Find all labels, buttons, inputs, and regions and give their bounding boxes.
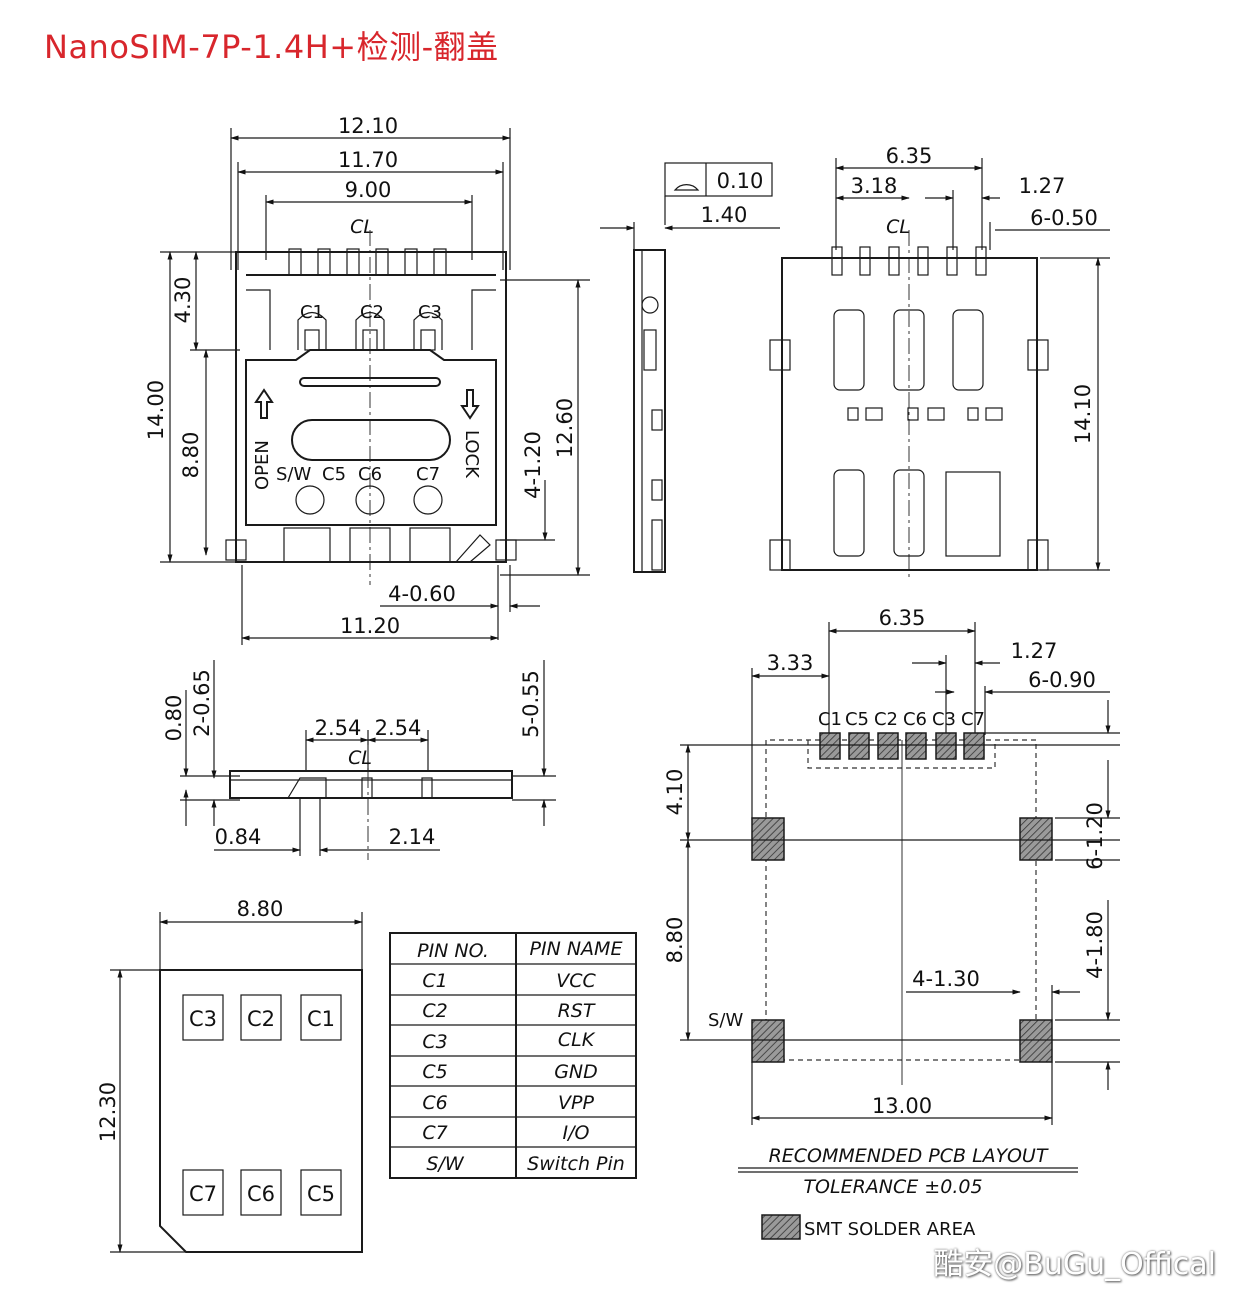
- pcb-tolerance: TOLERANCE ±0.05: [803, 1176, 982, 1198]
- dim-pcb-8-80: 8.80: [663, 917, 687, 964]
- dim-14-10: 14.10: [1071, 384, 1095, 444]
- bottom-centerline-label: CL: [886, 216, 910, 238]
- dim-5-0-55: 5-0.55: [519, 670, 543, 738]
- dim-pcb-4-1-80: 4-1.80: [1083, 911, 1107, 979]
- label-c1: C1: [300, 302, 324, 323]
- dim-2-0-65: 2-0.65: [190, 669, 214, 737]
- table-cell: C6: [422, 1092, 447, 1114]
- table-cell: GND: [554, 1061, 598, 1083]
- nano-sim-card: 8.80 12.30 C3 C2 C1 C7 C6 C5: [96, 897, 363, 1253]
- label-c2: C2: [360, 302, 384, 323]
- table-cell: C7: [422, 1122, 447, 1144]
- bottom-view: 6.35 3.18 1.27 6-0.50 CL: [769, 144, 1110, 580]
- dim-3-18: 3.18: [851, 174, 898, 198]
- table-cell: I/O: [563, 1122, 590, 1144]
- table-cell: C3: [422, 1031, 447, 1053]
- label-c7: C7: [416, 464, 440, 485]
- side-view: 0.10 1.40: [600, 162, 780, 573]
- table-cell: VPP: [558, 1092, 594, 1114]
- dim-4-0-60: 4-0.60: [388, 582, 456, 606]
- table-header-pin-no: PIN NO.: [417, 940, 489, 962]
- dim-pcb-1-27: 1.27: [1011, 639, 1058, 663]
- lock-label: LOCK: [461, 430, 482, 479]
- dim-4-1-20: 4-1.20: [521, 431, 545, 499]
- card-pad-c2: C2: [247, 1007, 275, 1031]
- table-cell: Switch Pin: [527, 1153, 625, 1175]
- dim-pcb-3-33: 3.33: [767, 651, 814, 675]
- pcb-label-c3: C3: [932, 709, 956, 730]
- front-view: 0.80 2-0.65 2.54 2.54 CL 5-0.55 0.84 2.1…: [162, 660, 556, 860]
- pcb-label-c2: C2: [874, 709, 898, 730]
- front-centerline-label: CL: [348, 747, 372, 769]
- pcb-caption: RECOMMENDED PCB LAYOUT: [769, 1145, 1049, 1167]
- dim-12-60: 12.60: [553, 398, 577, 458]
- card-pad-c3: C3: [189, 1007, 217, 1031]
- table-header-pin-name: PIN NAME: [530, 938, 623, 960]
- top-view: 12.10 11.70 9.00 CL: [144, 114, 590, 645]
- dim-0-84: 0.84: [215, 825, 262, 849]
- pcb-label-c1: C1: [818, 709, 842, 730]
- pcb-layout: 6.35 3.33 1.27 6-0.90 C1 C5 C2 C6 C3 C7: [663, 606, 1120, 1240]
- open-label: OPEN: [252, 440, 273, 490]
- top-centerline-label: CL: [350, 216, 374, 238]
- pcb-label-c7: C7: [961, 709, 985, 730]
- dim-14-00: 14.00: [144, 380, 168, 440]
- watermark: 酷安@BuGu_Offical: [933, 1247, 1216, 1282]
- label-c3: C3: [418, 302, 442, 323]
- solder-area-swatch: [761, 1214, 801, 1240]
- dim-card-12-30: 12.30: [96, 1082, 120, 1142]
- table-cell: VCC: [556, 970, 596, 992]
- table-cell: C2: [422, 1000, 447, 1022]
- card-pad-c1: C1: [307, 1007, 335, 1031]
- dim-pcb-13-00: 13.00: [872, 1094, 932, 1118]
- dim-pcb-6-0-90: 6-0.90: [1028, 668, 1096, 692]
- dim-12-10: 12.10: [338, 114, 398, 138]
- dim-8-80: 8.80: [179, 432, 203, 479]
- dim-11-20: 11.20: [340, 614, 400, 638]
- table-cell: C1: [422, 970, 447, 992]
- table-cell: C5: [422, 1061, 447, 1083]
- pin-table: PIN NO. PIN NAME C1 VCC C2 RST C3 CLK C5…: [389, 932, 637, 1179]
- drawing-title: NanoSIM-7P-1.4H+检测-翻盖: [44, 28, 499, 66]
- table-cell: CLK: [558, 1029, 596, 1051]
- dim-6-0-50: 6-0.50: [1030, 206, 1098, 230]
- table-cell: S/W: [426, 1153, 464, 1175]
- pcb-sw-label: S/W: [708, 1010, 743, 1031]
- dim-2-54-a: 2.54: [315, 716, 362, 740]
- dim-pcb-6-35: 6.35: [879, 606, 926, 630]
- dim-pcb-4-10: 4.10: [663, 769, 687, 816]
- dim-2-54-b: 2.54: [375, 716, 422, 740]
- label-c6: C6: [358, 464, 382, 485]
- dim-11-70: 11.70: [338, 148, 398, 172]
- label-c5: C5: [322, 464, 346, 485]
- pcb-label-c5: C5: [845, 709, 869, 730]
- label-sw: S/W: [276, 464, 311, 485]
- dim-1-40: 1.40: [701, 203, 748, 227]
- dim-1-27: 1.27: [1019, 174, 1066, 198]
- dim-pcb-6-1-20: 6-1.20: [1083, 802, 1107, 870]
- dim-6-35: 6.35: [886, 144, 933, 168]
- card-pad-c5: C5: [307, 1182, 335, 1206]
- dim-2-14: 2.14: [389, 825, 436, 849]
- dim-card-8-80: 8.80: [237, 897, 284, 921]
- dim-0-80: 0.80: [162, 695, 186, 742]
- dim-9-00: 9.00: [345, 178, 392, 202]
- table-cell: RST: [558, 1000, 596, 1022]
- solder-area-legend: SMT SOLDER AREA: [804, 1219, 976, 1240]
- pcb-label-c6: C6: [903, 709, 927, 730]
- card-pad-c6: C6: [247, 1182, 275, 1206]
- dim-4-30: 4.30: [171, 277, 195, 324]
- dim-pcb-4-1-30: 4-1.30: [912, 967, 980, 991]
- card-pad-c7: C7: [189, 1182, 217, 1206]
- flatness-value: 0.10: [717, 169, 764, 193]
